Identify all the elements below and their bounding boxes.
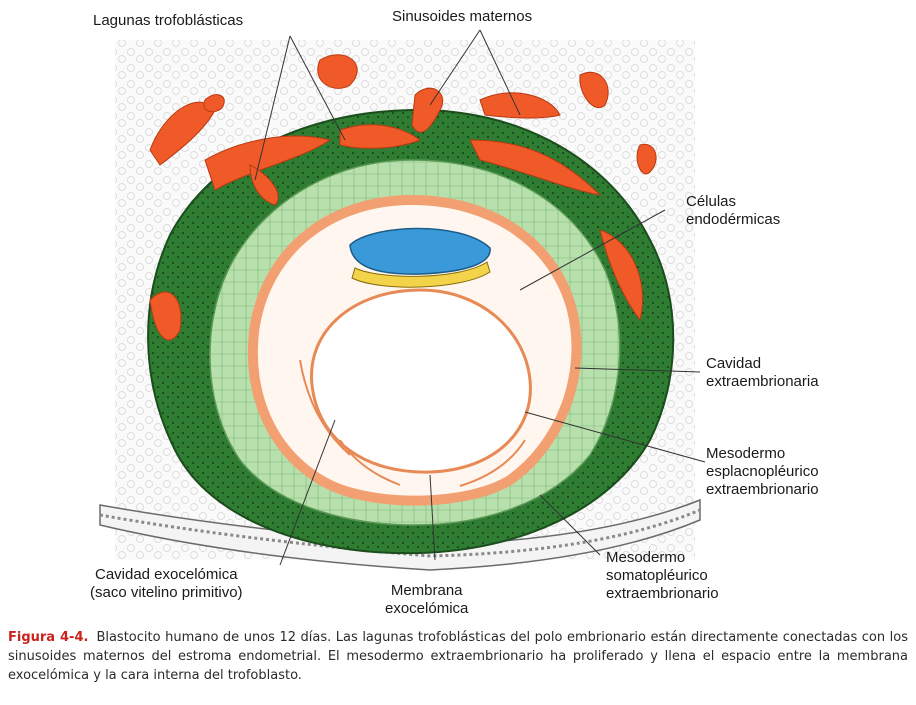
label-line: Cavidad exocelómica [94, 566, 238, 583]
label-line: esplacnopléurico [706, 463, 819, 480]
label-celulas-endodermicas: Células endodérmicas [686, 193, 780, 229]
embryonic-disc [349, 227, 491, 288]
figure-caption: Figura 4-4.Blastocito humano de unos 12 … [8, 628, 908, 685]
label-mesodermo-esplacnopleurico: Mesodermo esplacnopléurico extraembriona… [706, 445, 819, 499]
label-line: (saco vitelino primitivo) [90, 584, 243, 601]
label-line: exocelómica [385, 600, 469, 617]
label-line: Cavidad [706, 355, 762, 372]
label-line: extraembrionaria [706, 373, 819, 390]
label-membrana-exocelomica: Membrana exocelómica [385, 582, 468, 618]
label-line: Mesodermo [606, 549, 686, 566]
label-line: extraembrionario [606, 585, 719, 602]
exocoelomic-cavity [247, 194, 582, 506]
label-lagunas-trofoblasticas: Lagunas trofoblásticas [93, 12, 244, 29]
label-cavidad-extraembrionaria: Cavidad extraembrionaria [706, 355, 819, 391]
label-line: somatopléurico [606, 567, 708, 584]
leader-lines [254, 29, 706, 566]
label-mesodermo-somatopleurico: Mesodermo somatopléurico extraembrionari… [606, 549, 719, 603]
label-cavidad-exocelomica: Cavidad exocelómica (saco vitelino primi… [90, 566, 243, 602]
label-line: endodérmicas [686, 211, 781, 228]
label-sinusoides-maternos: Sinusoides maternos [392, 8, 533, 25]
blastocyst-diagram [99, 29, 706, 571]
trophoblastic-lacunae [149, 54, 657, 341]
label-line: extraembrionario [706, 481, 819, 498]
label-line: Membrana [390, 582, 463, 599]
label-line: Células [686, 193, 737, 210]
figure-number: Figura 4-4. [8, 630, 89, 645]
label-line: Mesodermo [706, 445, 786, 462]
caption-text: Blastocito humano de unos 12 días. Las l… [8, 630, 908, 683]
